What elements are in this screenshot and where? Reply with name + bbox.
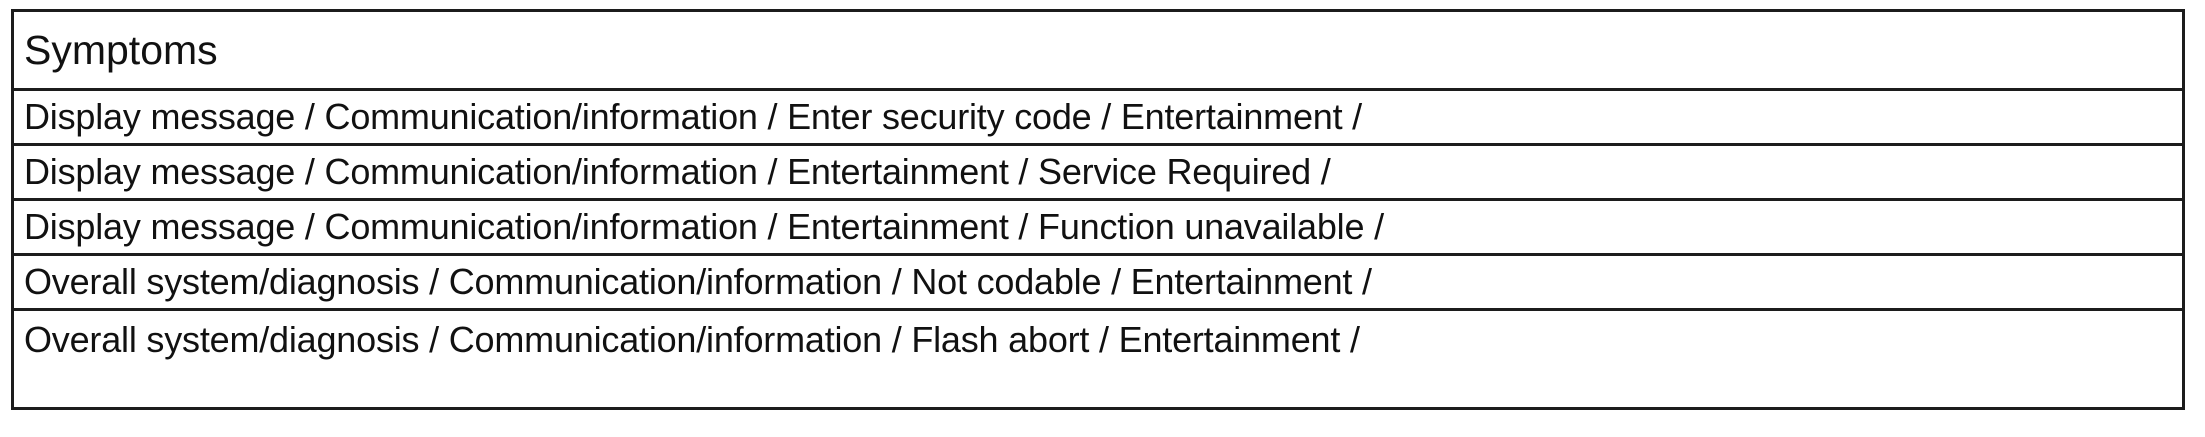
symptom-cell: Overall system/diagnosis / Communication… <box>11 308 2185 410</box>
table-row: Display message / Communication/informat… <box>11 143 2185 201</box>
table-body: Display message / Communication/informat… <box>11 88 2185 410</box>
symptom-cell: Display message / Communication/informat… <box>11 198 2185 256</box>
table-row: Display message / Communication/informat… <box>11 88 2185 146</box>
symptom-cell: Display message / Communication/informat… <box>11 143 2185 201</box>
table-row: Display message / Communication/informat… <box>11 198 2185 256</box>
table-row: Overall system/diagnosis / Communication… <box>11 253 2185 311</box>
symptom-cell: Display message / Communication/informat… <box>11 88 2185 146</box>
table-row: Overall system/diagnosis / Communication… <box>11 308 2185 410</box>
symptoms-table: Symptoms Display message / Communication… <box>11 9 2185 410</box>
column-header-symptoms-label: Symptoms <box>24 27 218 73</box>
table-header: Symptoms <box>11 9 2185 91</box>
symptoms-table-container: Symptoms Display message / Communication… <box>11 9 2185 410</box>
header-row: Symptoms <box>11 9 2185 91</box>
column-header-symptoms: Symptoms <box>11 9 2185 91</box>
symptom-cell: Overall system/diagnosis / Communication… <box>11 253 2185 311</box>
